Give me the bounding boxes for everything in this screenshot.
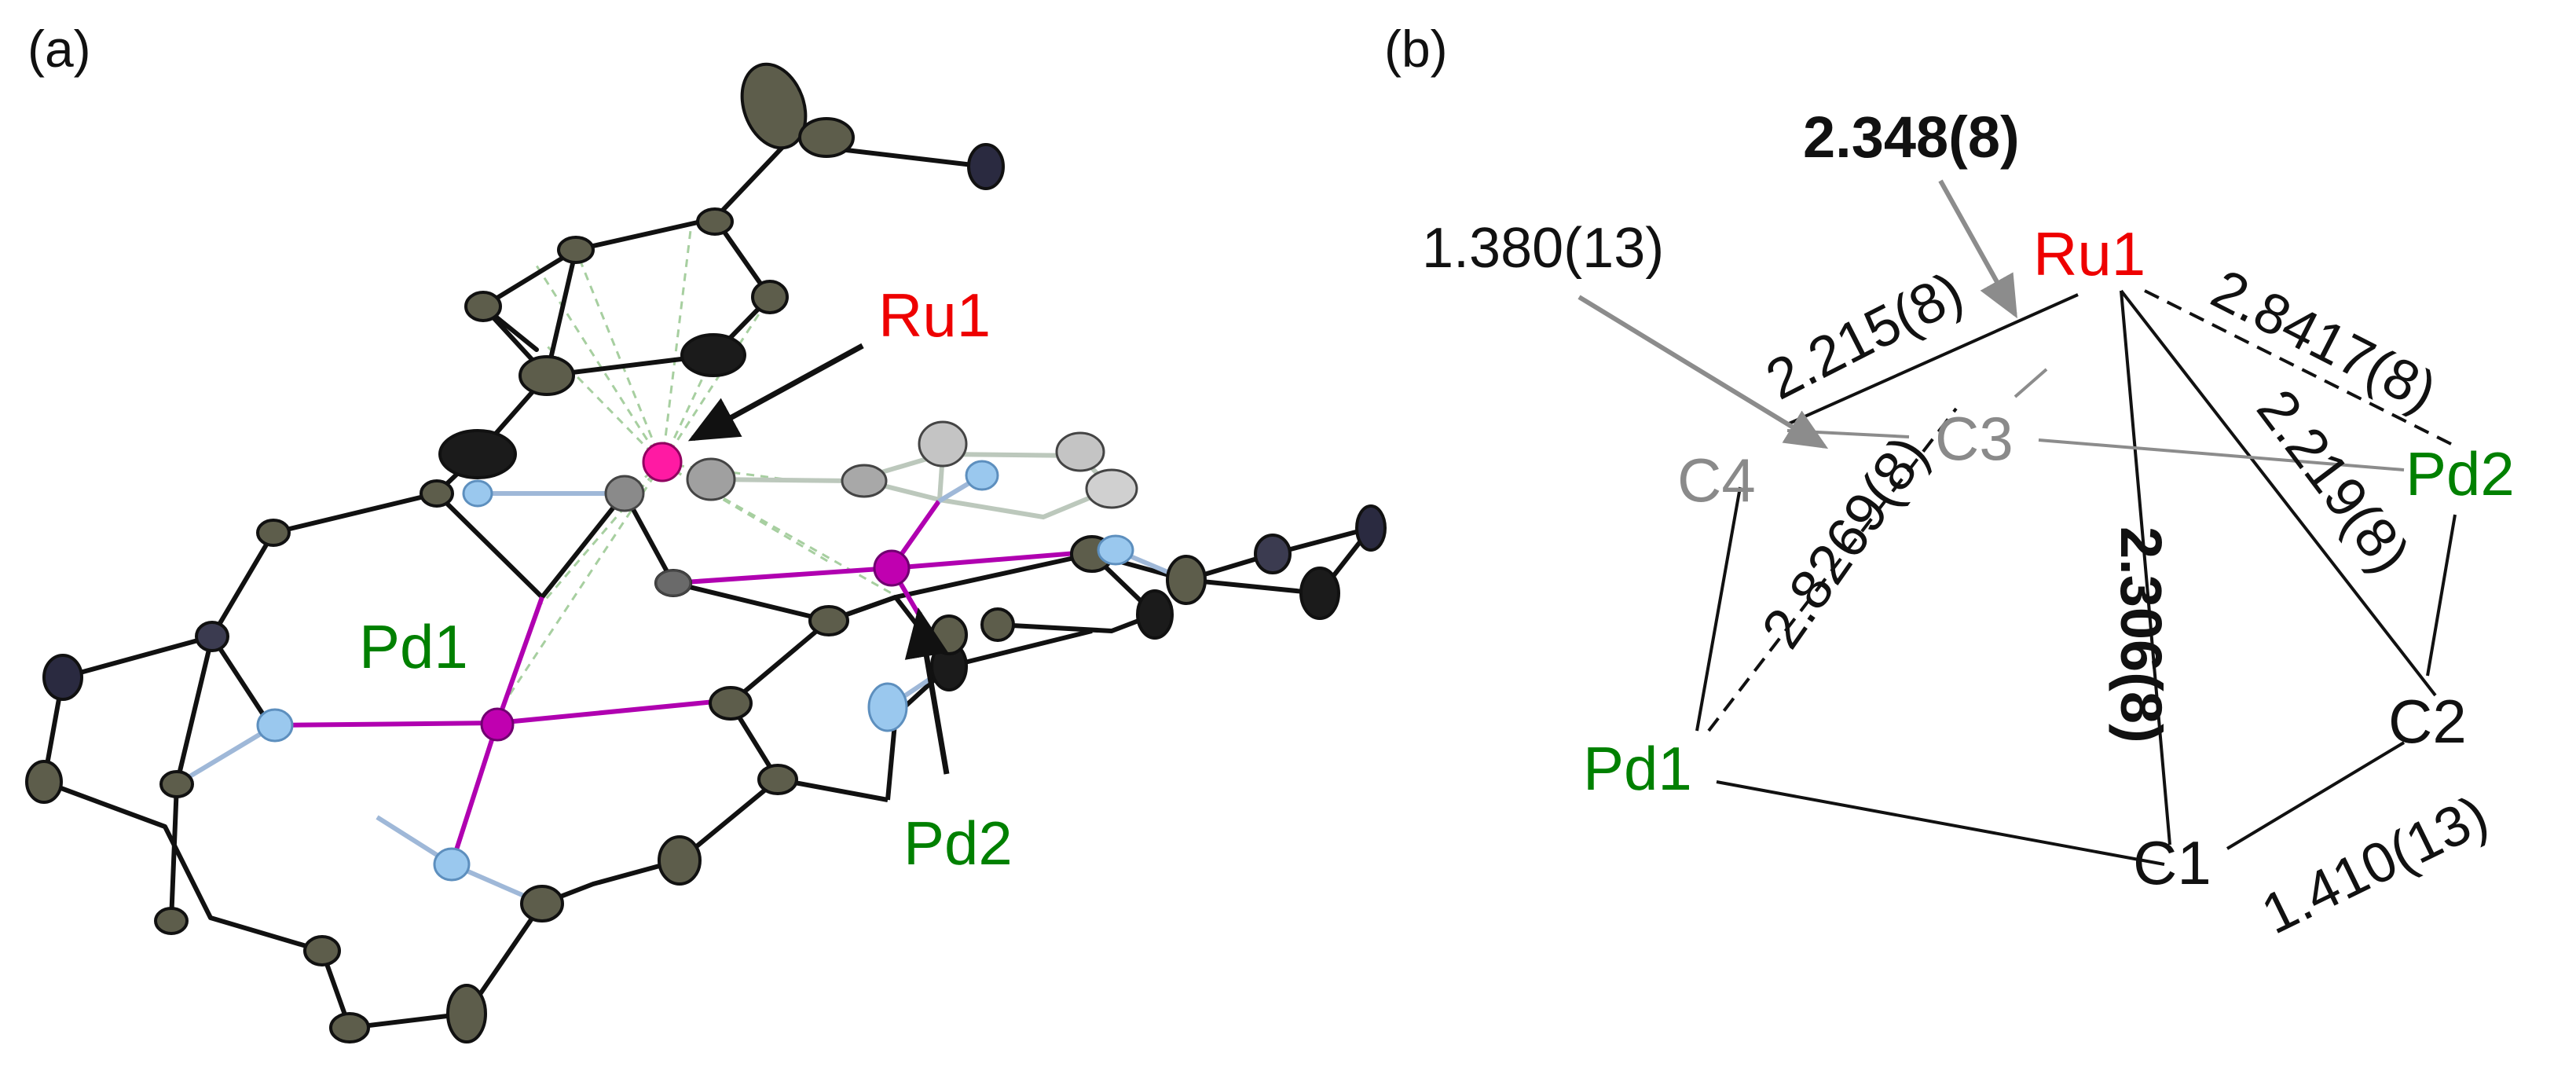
pd2-arrow	[904, 607, 950, 775]
pd2-label-b: Pd2	[2406, 439, 2515, 508]
ru1-label-a: Ru1	[878, 281, 991, 350]
panel-b: (b) Ru1 C4 C3 Pd2 Pd1 C1	[1384, 20, 2515, 946]
pd1-atom	[480, 707, 515, 742]
arrow-c3-c4	[1577, 295, 1829, 449]
pd1-label-b: Pd1	[1583, 734, 1692, 803]
ru1-atom	[642, 442, 683, 482]
c3-label: C3	[1935, 404, 2014, 473]
pd1-label-a: Pd1	[359, 612, 468, 681]
atoms-dark	[25, 62, 1387, 1043]
pd2-atom	[873, 549, 911, 587]
atoms-nitrogen	[256, 460, 1134, 882]
dist-c1-c2: 1.410(13)	[2252, 783, 2497, 946]
dist-ru1-pd2: 2.8417(8)	[2202, 258, 2446, 424]
panel-a-label: (a)	[27, 20, 91, 78]
ru1-arrow	[687, 343, 864, 442]
c2-label: C2	[2388, 687, 2467, 756]
c1-label: C1	[2133, 828, 2211, 897]
arrow-ru1-c3	[1938, 179, 2017, 319]
dist-ru1-c3: 2.348(8)	[1803, 105, 2020, 170]
back-ring	[710, 451, 1116, 520]
dist-c3-c4: 1.380(13)	[1422, 217, 1664, 280]
pd2-label-a: Pd2	[903, 809, 1013, 878]
atoms-gray	[604, 420, 1138, 597]
ru1-label-b: Ru1	[2033, 219, 2145, 288]
c4-label: C4	[1677, 446, 1756, 515]
panel-b-label: (b)	[1384, 20, 1448, 78]
bonds-solid	[1695, 289, 2457, 866]
bonds-dashed	[1707, 289, 2460, 732]
panel-a: (a)	[25, 20, 1387, 1043]
dist-ru1-c1: 2.306(8)	[2109, 526, 2174, 743]
dist-ru1-pd1: 2.8269(8)	[1750, 425, 1940, 659]
